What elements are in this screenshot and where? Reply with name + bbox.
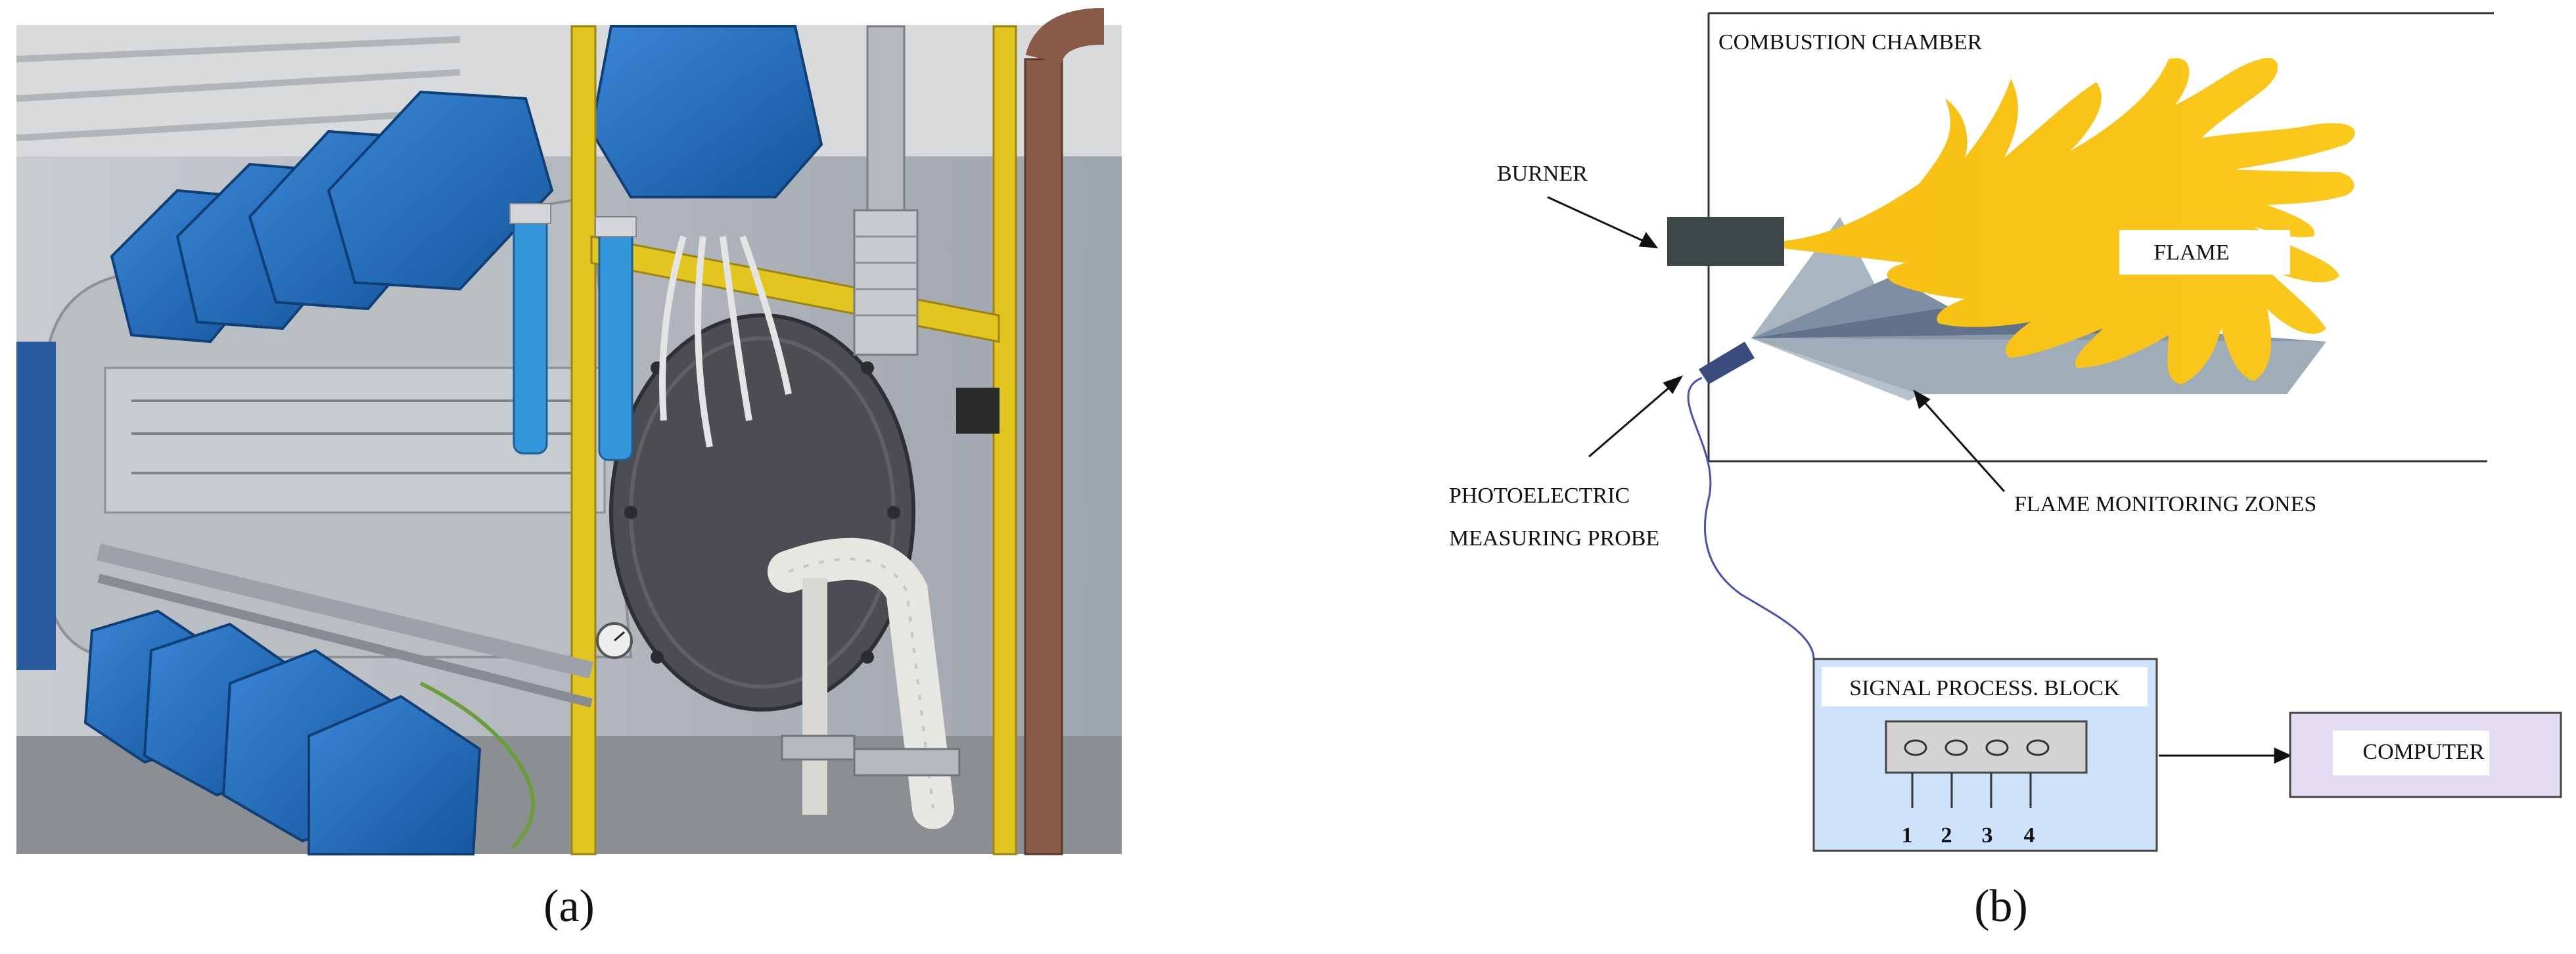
caption-a: (a) [543,881,595,932]
probe-cable [1687,376,1815,660]
signal-block-label: SIGNAL PROCESS. BLOCK [1849,676,2120,700]
flame-label: FLAME [2153,240,2229,265]
computer-label: COMPUTER [2362,740,2484,764]
probe-label-line1: PHOTOELECTRIC [1449,484,1630,508]
photo-test-rig [16,8,1122,855]
computer-box: COMPUTER [2289,712,2562,798]
flame-shape [1782,58,2355,384]
channel-label: 4 [2024,823,2035,848]
channel-label: 2 [1941,823,1952,848]
combustion-chamber-label: COMBUSTION CHAMBER [1718,30,1983,55]
channel-indicators [1904,739,2050,756]
channel-leads [1911,773,2032,808]
burner-label: BURNER [1497,162,1588,186]
photoelectric-probe [1699,342,1755,384]
caption-b: (b) [1974,881,2028,932]
channel-label: 3 [1982,823,1993,848]
burner [1667,217,1784,266]
diagram-measurement-scheme: FLAME COMBUSTION CHAMBER BURNER PHOTOELE… [1449,12,2562,852]
probe-label-line2: MEASURING PROBE [1449,526,1659,551]
signal-processing-block: SIGNAL PROCESS. BLOCK 1 2 3 4 [1812,658,2158,852]
channel-label: 1 [1902,823,1913,848]
annotation-arrows [1547,196,2292,764]
flame-label-box [2119,230,2290,275]
zones-label: FLAME MONITORING ZONES [2014,492,2316,516]
